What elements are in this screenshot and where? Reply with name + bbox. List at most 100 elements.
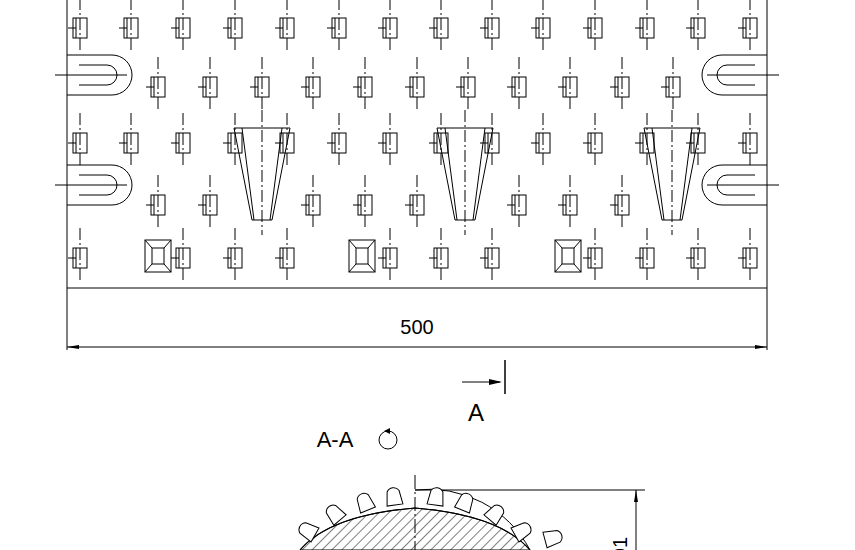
center-line xyxy=(262,57,263,109)
center-mark xyxy=(301,87,309,88)
pick-edge xyxy=(746,248,747,268)
pick-edge xyxy=(618,195,619,215)
pick-edge xyxy=(643,18,644,38)
pick-edge xyxy=(643,248,644,268)
center-mark xyxy=(429,28,437,29)
bevel xyxy=(555,264,562,272)
center-mark xyxy=(223,28,231,29)
bevel xyxy=(164,264,171,272)
center-line xyxy=(158,175,159,227)
pick-edge xyxy=(591,248,592,268)
pick-edge xyxy=(283,133,284,153)
center-mark xyxy=(429,143,437,144)
center-mark xyxy=(378,143,386,144)
pick-edge xyxy=(488,248,489,268)
center-line xyxy=(492,228,493,280)
center-line xyxy=(210,175,211,227)
center-mark xyxy=(429,258,437,259)
square-block-inner xyxy=(152,248,164,264)
pick-edge xyxy=(76,18,77,38)
center-mark xyxy=(635,258,643,259)
pick-edge xyxy=(591,133,592,153)
pick-edge xyxy=(179,248,180,268)
pick-edge xyxy=(669,77,670,97)
center-line xyxy=(210,57,211,109)
wedge-line xyxy=(445,128,457,220)
center-mark xyxy=(275,28,283,29)
pick-edge xyxy=(76,248,77,268)
center-mark xyxy=(353,205,361,206)
center-line xyxy=(313,57,314,109)
pick-edge xyxy=(437,248,438,268)
pick-edge xyxy=(746,18,747,38)
bevel xyxy=(574,240,581,248)
center-line xyxy=(80,228,81,280)
pick-edge xyxy=(283,18,284,38)
center-mark xyxy=(68,258,76,259)
center-mark xyxy=(558,87,566,88)
center-mark xyxy=(223,143,231,144)
pick-edge xyxy=(231,248,232,268)
center-line xyxy=(441,113,442,165)
pick-edge xyxy=(179,133,180,153)
pick-edge xyxy=(413,195,414,215)
section-tooth xyxy=(511,519,534,542)
center-mark xyxy=(327,143,335,144)
center-mark xyxy=(68,143,76,144)
center-mark xyxy=(610,205,618,206)
center-mark xyxy=(583,258,591,259)
center-mark xyxy=(507,205,515,206)
center-mark xyxy=(738,28,746,29)
center-mark xyxy=(405,205,413,206)
center-mark xyxy=(635,143,643,144)
center-mark xyxy=(480,258,488,259)
center-line xyxy=(492,113,493,165)
center-mark xyxy=(146,205,154,206)
pick-edge xyxy=(386,133,387,153)
center-line xyxy=(441,228,442,280)
bevel xyxy=(368,264,375,272)
pick-edge xyxy=(515,77,516,97)
pick-edge xyxy=(206,77,207,97)
center-line xyxy=(287,0,288,50)
center-mark xyxy=(275,143,283,144)
pick-edge xyxy=(179,18,180,38)
pick-edge xyxy=(386,18,387,38)
center-line xyxy=(55,185,127,186)
pick-edge xyxy=(127,133,128,153)
center-line xyxy=(313,175,314,227)
pick-edge xyxy=(437,18,438,38)
center-line xyxy=(698,0,699,50)
center-line xyxy=(595,0,596,50)
center-line xyxy=(519,175,520,227)
pick-edge xyxy=(258,77,259,97)
center-mark xyxy=(171,28,179,29)
wedge-line xyxy=(680,128,692,220)
center-line xyxy=(80,113,81,165)
center-line xyxy=(183,0,184,50)
center-line xyxy=(750,228,751,280)
center-mark xyxy=(119,143,127,144)
section-tooth xyxy=(385,487,403,506)
center-line xyxy=(131,113,132,165)
pick-edge xyxy=(539,133,540,153)
pick-edge xyxy=(566,77,567,97)
center-line xyxy=(468,57,469,109)
center-line xyxy=(750,0,751,50)
wedge-line xyxy=(270,128,282,220)
wedge-line xyxy=(242,128,254,220)
center-mark xyxy=(610,87,618,88)
center-mark xyxy=(275,258,283,259)
center-line xyxy=(390,228,391,280)
section-title: A-A xyxy=(317,429,354,451)
center-mark xyxy=(661,87,669,88)
center-mark xyxy=(583,28,591,29)
pick-edge xyxy=(231,133,232,153)
bevel xyxy=(164,240,171,248)
center-mark xyxy=(250,87,258,88)
center-mark xyxy=(738,143,746,144)
pick-edge xyxy=(618,77,619,97)
center-line xyxy=(183,113,184,165)
bevel xyxy=(349,264,356,272)
